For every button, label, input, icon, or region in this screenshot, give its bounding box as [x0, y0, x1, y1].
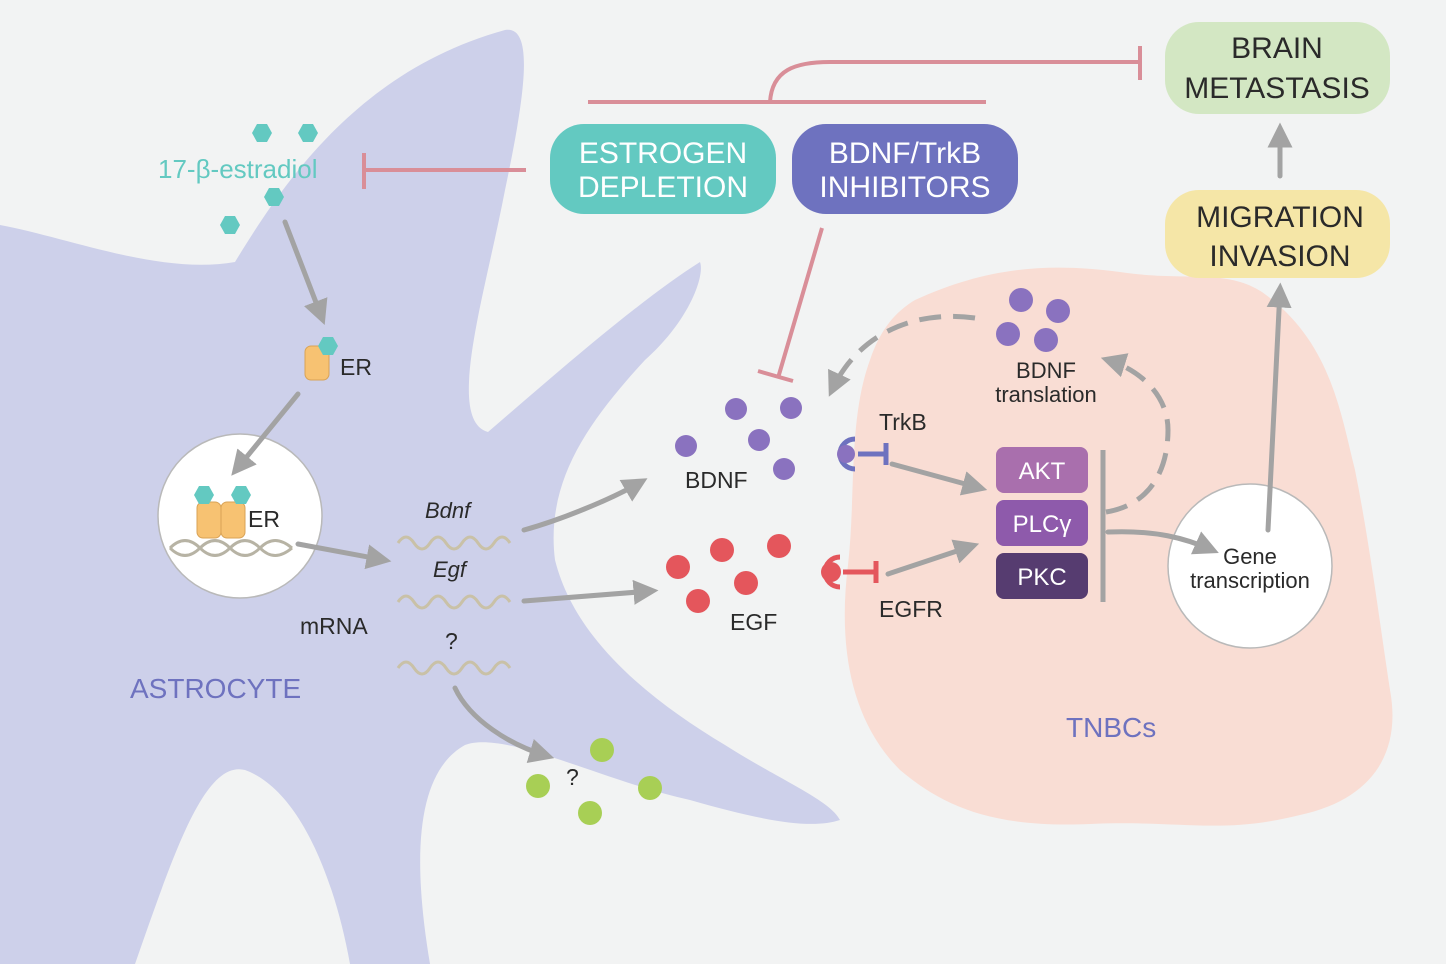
unknown-dot [638, 776, 662, 800]
mrna-label: mRNA [300, 613, 368, 639]
bdnf-dot [996, 322, 1020, 346]
unknown-protein-label: ? [566, 764, 579, 790]
hexagon-icon [231, 486, 251, 504]
gray-arrows [231, 122, 1293, 763]
hexagon-icon [318, 337, 338, 355]
dna-strand [168, 539, 293, 557]
bdnf-dot [725, 398, 747, 420]
bdnf-dot [780, 397, 802, 419]
er-label-nucleus: ER [248, 506, 280, 532]
unknown-dot [526, 774, 550, 798]
unknown-molecules [526, 738, 662, 825]
gene-transcription-line1: Gene [1223, 544, 1277, 569]
egf-dot [734, 571, 758, 595]
egfr-label: EGFR [879, 596, 943, 622]
estrogen-depletion-box [550, 124, 776, 214]
bdnf-dot [675, 435, 697, 457]
bdnf-molecules [675, 397, 802, 480]
egf-dot [767, 534, 791, 558]
brain-metastasis-box [1165, 22, 1390, 114]
mrna-strands [396, 535, 512, 676]
brain-metastasis-line1: BRAIN [1231, 32, 1323, 65]
trkb-label: TrkB [879, 409, 927, 435]
inhibition-lines [362, 46, 1142, 383]
bdnf-dot [773, 458, 795, 480]
estradiol-molecules [220, 124, 318, 234]
inhibitors-line1: BDNF/TrkB [829, 137, 981, 170]
inhibitors-line2: INHIBITORS [819, 171, 990, 204]
gene-transcription-line2: transcription [1190, 568, 1310, 593]
gene-transcription-circle [1167, 483, 1333, 649]
estradiol-label: 17-β-estradiol [158, 154, 317, 184]
unknown-dot [578, 801, 602, 825]
hexagon-icon [220, 216, 240, 234]
estrogen-depletion-line2: DEPLETION [578, 171, 748, 204]
astrocyte-label: ASTROCYTE [130, 673, 301, 704]
bdnf-label: BDNF [685, 467, 748, 493]
akt-box [996, 447, 1088, 493]
egf-gene-label: Egf [433, 557, 469, 582]
plc-label: PLCγ [1013, 511, 1072, 538]
unknown-gene-label: ? [445, 628, 458, 654]
bdnf-translation-molecules [996, 288, 1070, 352]
migration-line1: MIGRATION [1196, 201, 1364, 234]
pkc-label: PKC [1017, 564, 1066, 591]
er-dimer-left [196, 501, 222, 539]
hexagon-icon [264, 188, 284, 206]
egf-dot [710, 538, 734, 562]
egf-dot [666, 555, 690, 579]
unknown-dot [590, 738, 614, 762]
migration-invasion-box [1165, 190, 1390, 278]
bdnf-dot [1034, 328, 1058, 352]
hexagon-icon [298, 124, 318, 142]
egf-molecules [666, 534, 791, 613]
egf-label: EGF [730, 609, 777, 635]
er-dimer-right [220, 501, 246, 539]
egf-mrna [396, 594, 512, 610]
egfr-receptor [821, 554, 879, 590]
brain-metastasis-line2: METASTASIS [1184, 72, 1370, 105]
bdnf-dot [748, 429, 770, 451]
hexagon-icon [252, 124, 272, 142]
trkb-receptor [837, 436, 889, 472]
bdnf-dot [1009, 288, 1033, 312]
migration-line2: INVASION [1209, 240, 1350, 273]
pkc-box [996, 553, 1088, 599]
bdnf-mrna [396, 535, 512, 551]
bdnf-translation-line2: translation [995, 382, 1097, 407]
dashed-arrows [828, 313, 1171, 515]
bdnf-translation-line1: BDNF [1016, 358, 1076, 383]
inhibitors-box [792, 124, 1018, 214]
akt-label: AKT [1019, 458, 1066, 485]
hexagon-icon [194, 486, 214, 504]
er-label-cytoplasm: ER [340, 354, 372, 380]
unknown-mrna [396, 660, 512, 676]
astrocyte-cell [0, 29, 840, 964]
bdnf-dot [1046, 299, 1070, 323]
egf-dot [686, 589, 710, 613]
bdnf-gene-label: Bdnf [425, 498, 473, 523]
estrogen-depletion-line1: ESTROGEN [579, 137, 747, 170]
tnbc-cell [844, 267, 1393, 826]
plc-box [996, 500, 1088, 546]
tnbcs-label: TNBCs [1066, 712, 1156, 743]
